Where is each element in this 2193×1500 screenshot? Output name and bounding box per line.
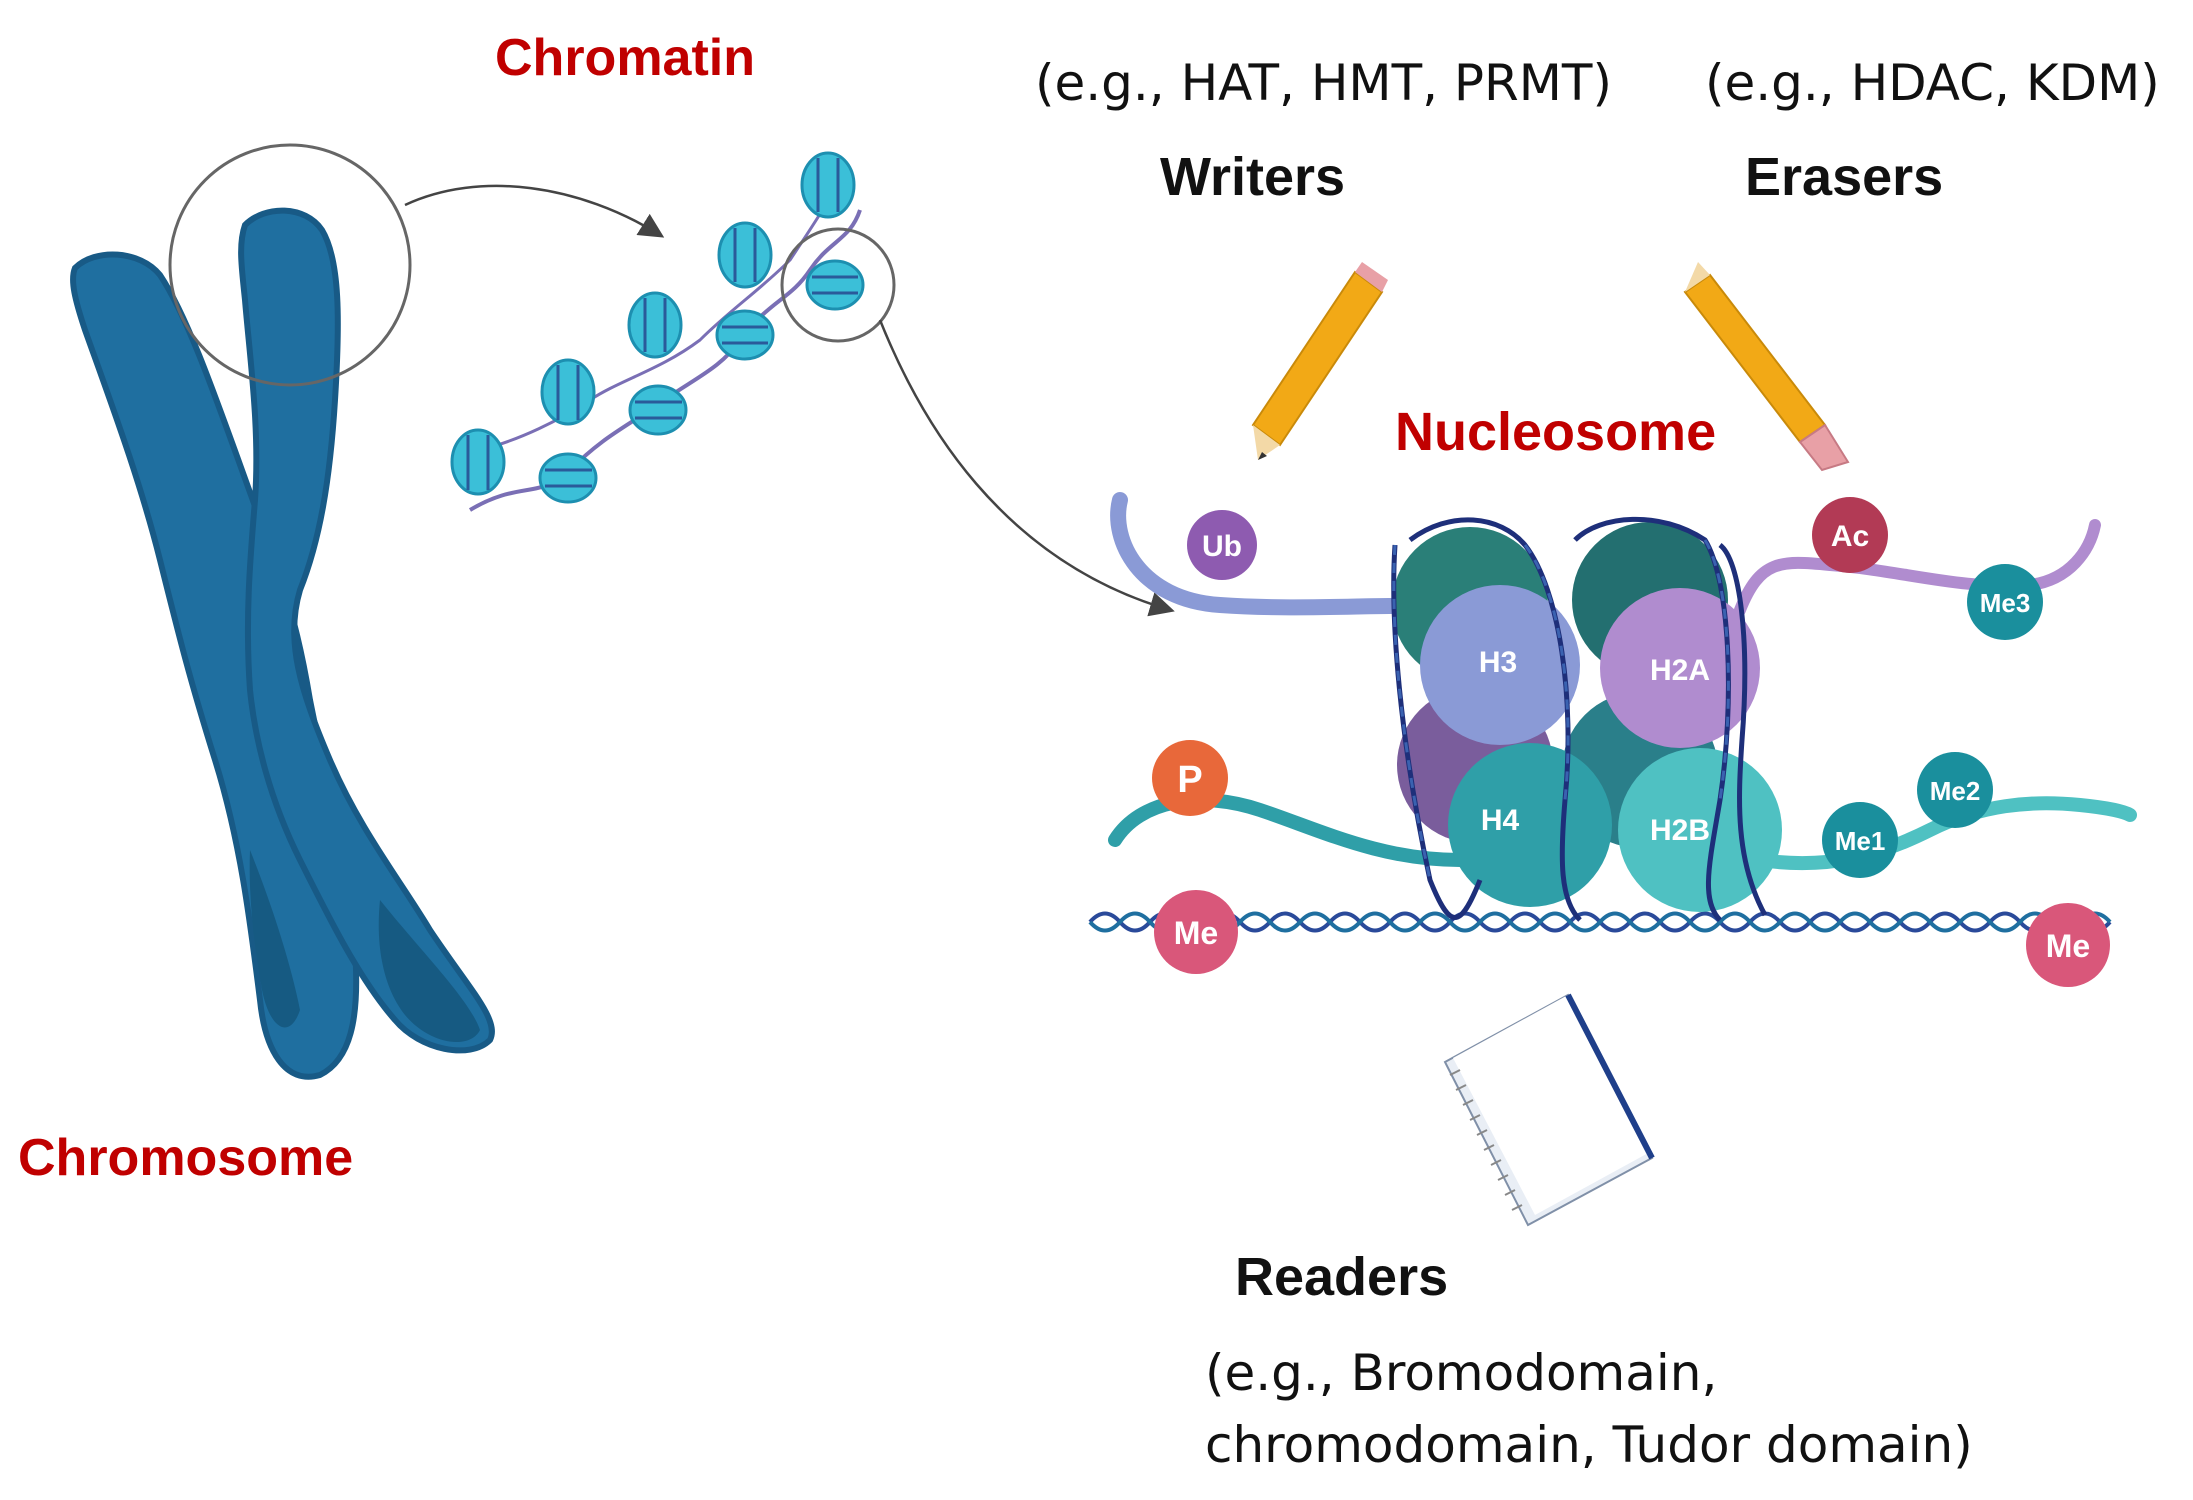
chromatin-zoom-circle xyxy=(780,227,896,343)
arrow-to-chromatin xyxy=(404,184,665,238)
chromosome-zoom-circle xyxy=(168,143,412,387)
svg-text:Me3: Me3 xyxy=(1980,588,2031,618)
svg-text:Me: Me xyxy=(2046,928,2090,964)
histone-h2b-label: H2B xyxy=(1650,814,1710,847)
arrow-to-nucleosome xyxy=(878,319,1175,617)
histone-h4-label: H4 xyxy=(1481,804,1520,837)
mark-ub: Ub xyxy=(1187,510,1257,580)
writers-examples: (e.g., HAT, HMT, PRMT) xyxy=(1035,54,1612,112)
readers-examples-line2: chromodomain, Tudor domain) xyxy=(1205,1416,1973,1474)
eraser-pencil-icon xyxy=(1683,262,1850,472)
mark-me-left: Me xyxy=(1154,890,1238,974)
erasers-label: Erasers xyxy=(1745,147,1943,207)
erasers-examples: (e.g., HDAC, KDM) xyxy=(1705,54,2160,112)
readers-label: Readers xyxy=(1235,1247,1448,1307)
svg-text:Me: Me xyxy=(1174,915,1218,951)
readers-examples-line1: (e.g., Bromodomain, xyxy=(1205,1344,1717,1402)
chromosome-illustration xyxy=(70,143,495,1080)
writers-label: Writers xyxy=(1160,147,1345,207)
mark-ac: Ac xyxy=(1812,497,1888,573)
mark-me2: Me2 xyxy=(1917,752,1993,828)
writer-pencil-icon xyxy=(1251,262,1388,460)
svg-text:Ub: Ub xyxy=(1202,530,1242,563)
chromosome-label: Chromosome xyxy=(18,1129,353,1187)
histone-h2a xyxy=(1600,588,1760,748)
histone-h4 xyxy=(1448,743,1612,907)
histone-h3-label: H3 xyxy=(1479,646,1517,679)
mark-me3: Me3 xyxy=(1967,564,2043,640)
chromatin-label: Chromatin xyxy=(495,29,755,87)
dna-helix xyxy=(1088,911,2112,933)
histone-h3 xyxy=(1420,585,1580,745)
mark-me-right: Me xyxy=(2026,903,2110,987)
mark-me1: Me1 xyxy=(1822,802,1898,878)
reader-notebook-icon xyxy=(1443,993,1655,1227)
nucleosome-label: Nucleosome xyxy=(1395,402,1716,462)
nucleosome-illustration: H3 H2A H4 H2B Ub Ac Me3 P Me1 Me2 xyxy=(1088,492,2137,987)
svg-text:Me1: Me1 xyxy=(1835,826,1886,856)
svg-text:Ac: Ac xyxy=(1831,520,1869,553)
svg-text:P: P xyxy=(1177,759,1202,801)
mark-p: P xyxy=(1152,740,1228,816)
svg-text:Me2: Me2 xyxy=(1930,776,1981,806)
histone-h2a-label: H2A xyxy=(1650,654,1710,687)
chromatin-fiber xyxy=(450,151,896,512)
